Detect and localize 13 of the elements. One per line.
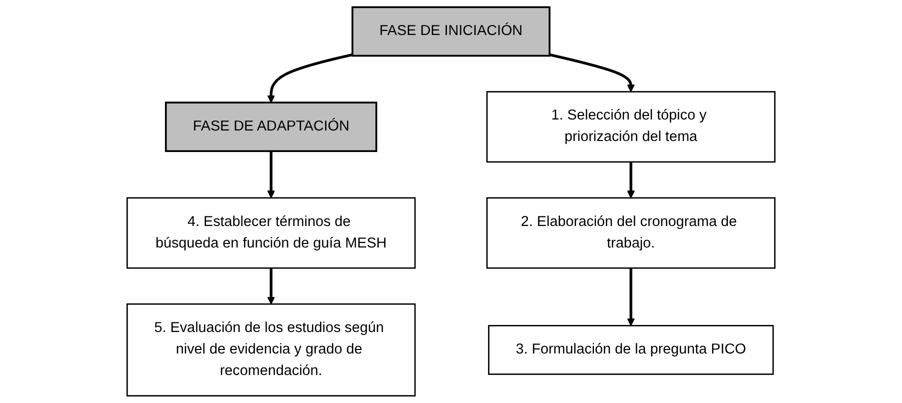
arrow [626, 162, 635, 198]
node-box: FASE DE ADAPTACIÓN [164, 102, 378, 152]
arrow [267, 53, 353, 103]
node-box: 2. Elaboración del cronograma de trabajo. [486, 197, 776, 269]
node-box: 3. Formulación de la pregunta PICO [488, 324, 774, 375]
arrow [267, 151, 276, 198]
node-box: FASE DE INICIACIÓN [352, 6, 550, 57]
node-box: 4. Establecer términos de búsqueda en función de guía MESH [126, 197, 416, 269]
arrow [267, 268, 276, 304]
node-box: 5. Evaluación de los estudios según nivel de evidencia y grado de recomendación. [126, 303, 416, 396]
node-box: 1. Selección del tópico y priorización del tema [486, 91, 776, 163]
arrow [626, 268, 635, 326]
arrow [549, 53, 635, 92]
